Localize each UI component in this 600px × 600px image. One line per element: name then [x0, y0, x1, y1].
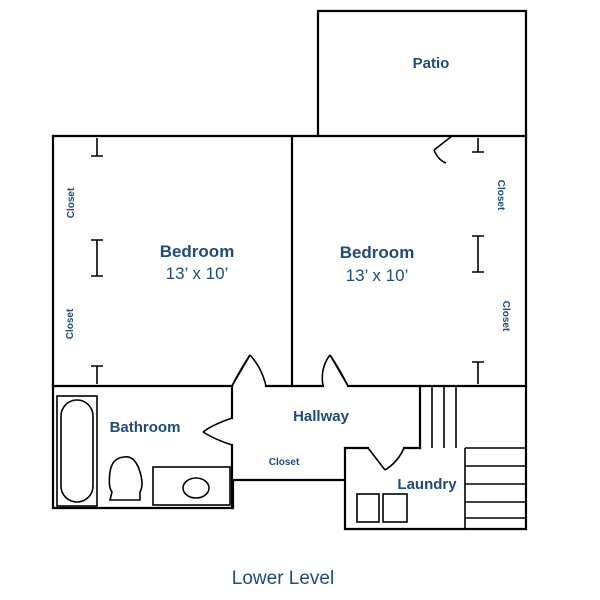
bedroom-left-name: Bedroom	[160, 242, 235, 261]
bathroom-label: Bathroom	[110, 419, 181, 436]
bathtub	[56, 395, 98, 507]
patio-area: Patio	[316, 9, 528, 138]
hallway-label: Hallway	[293, 408, 350, 425]
closet-label-left-lower: Closet	[65, 308, 76, 339]
bathtub-basin	[60, 399, 94, 503]
closet-label-hallway: Closet	[269, 457, 300, 468]
bedroom-left-size: 13’ x 10’	[166, 264, 229, 283]
closet-label-right-lower: Closet	[500, 301, 511, 332]
bathroom-fixtures	[56, 395, 231, 507]
toilet	[108, 455, 143, 501]
closet-markers	[91, 138, 484, 384]
sink	[182, 477, 210, 499]
bedroom-right-name: Bedroom	[340, 243, 415, 262]
closet-label-left-upper: Closet	[66, 187, 77, 218]
patio-label: Patio	[413, 55, 450, 72]
doors	[202, 135, 453, 471]
bedroom-right-size: 13’ x 10’	[346, 266, 409, 285]
laundry-appliances	[356, 493, 408, 523]
stairs	[419, 386, 526, 529]
vanity	[152, 466, 231, 506]
interior-walls	[51, 134, 528, 510]
laundry-label: Laundry	[397, 476, 457, 493]
washer	[356, 493, 380, 523]
dryer	[382, 493, 408, 523]
exterior-walls	[51, 134, 528, 531]
plan-title: Lower Level	[232, 568, 334, 589]
closet-label-right-upper: Closet	[495, 180, 506, 211]
